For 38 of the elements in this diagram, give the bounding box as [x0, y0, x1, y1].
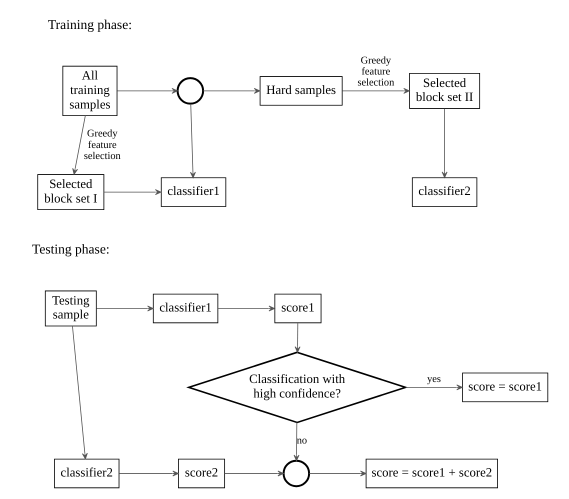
arrow	[341, 88, 410, 94]
node-box: classifier1	[152, 294, 218, 324]
arrow	[116, 88, 178, 94]
node-box: classifier2	[411, 177, 477, 207]
arrow	[72, 326, 88, 460]
arrow	[293, 422, 299, 462]
node-diamond: Classification with high confidence?	[186, 351, 408, 424]
node-box: Selected block set II	[408, 72, 480, 109]
node-box: classifier1	[160, 177, 226, 207]
node-box: score2	[178, 458, 225, 488]
edge-label: Greedy feature selection	[356, 55, 394, 89]
arrow	[441, 108, 447, 178]
arrow	[294, 322, 300, 353]
arrow	[224, 470, 284, 476]
node-box: score = score1 + score2	[365, 458, 498, 488]
arrow	[404, 384, 462, 390]
node-box: Testing sample	[44, 290, 96, 326]
node-box: All training samples	[62, 66, 117, 116]
node-box: score1	[274, 294, 321, 324]
node-box: classifier2	[54, 458, 119, 488]
arrow	[72, 115, 86, 175]
label: Training phase:	[47, 16, 132, 32]
arrow	[202, 88, 260, 94]
arrow	[190, 104, 196, 178]
edge-label: no	[296, 435, 307, 446]
edge-label: Greedy feature selection	[83, 128, 120, 162]
node-box: Hard samples	[259, 76, 342, 106]
node-box: Selected block set I	[36, 174, 104, 210]
node-circle	[282, 460, 310, 488]
edge-label: yes	[426, 374, 440, 386]
node-box: score = score1	[462, 372, 548, 402]
arrow	[118, 470, 178, 476]
arrow	[103, 189, 161, 196]
arrow	[95, 306, 154, 312]
node-circle	[176, 77, 204, 105]
arrow	[217, 306, 274, 312]
arrow	[308, 470, 366, 476]
label: Testing phase:	[32, 242, 110, 257]
